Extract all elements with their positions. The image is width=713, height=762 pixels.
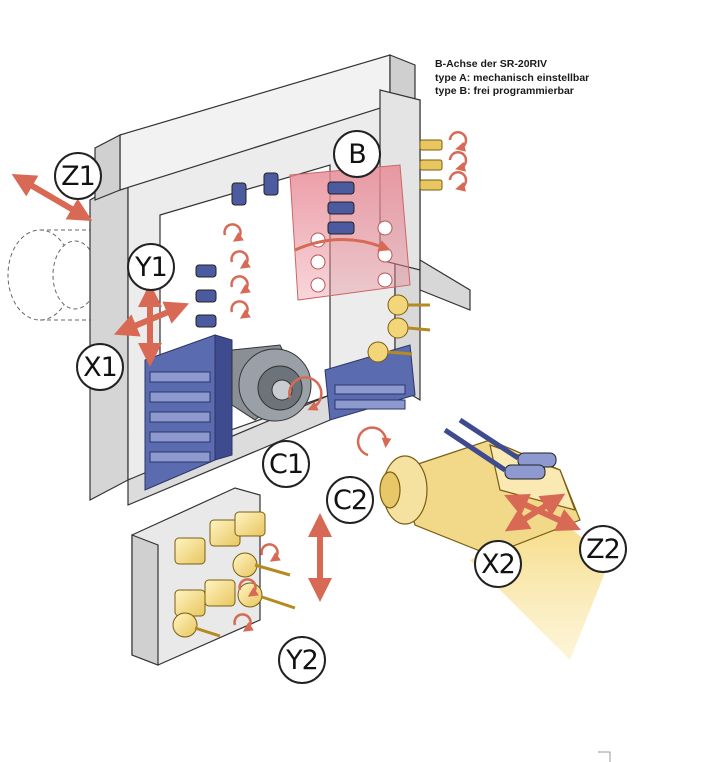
- drill-tools-left: [195, 172, 279, 328]
- top-right-tools: [419, 139, 443, 191]
- axis-label-y2: Y2: [278, 636, 326, 684]
- main-spindle-outline: [7, 229, 156, 321]
- caption-line-3: type B: frei programmierbar: [435, 85, 574, 97]
- b-axis-caption: B-Achse der SR-20RIV type A: mechanisch …: [435, 58, 589, 99]
- b-axis-tools: [327, 181, 355, 235]
- rotation-arrows: [223, 131, 468, 632]
- axis-label-z2: Z2: [579, 525, 627, 573]
- sub-spindle-tools: [443, 417, 557, 480]
- axis-label-x1: X1: [76, 343, 124, 391]
- left-tool-gang: [144, 334, 233, 491]
- c1-chuck: [231, 344, 312, 422]
- caption-line-1: B-Achse der SR-20RIV: [435, 58, 548, 70]
- axis-label-c2: C2: [326, 476, 374, 524]
- axis-label-z1: Z1: [54, 152, 102, 200]
- right-drill-tools: [367, 294, 431, 363]
- lower-tools: [172, 511, 296, 638]
- corner-mark: [598, 751, 611, 762]
- axis-label-y1: Y1: [127, 243, 175, 291]
- axis-label-c1: C1: [262, 440, 310, 488]
- caption-line-2: type A: mechanisch einstellbar: [435, 71, 590, 84]
- axis-label-b: B: [333, 130, 381, 178]
- axis-arrows: [11, 173, 581, 602]
- axis-label-x2: X2: [474, 540, 522, 588]
